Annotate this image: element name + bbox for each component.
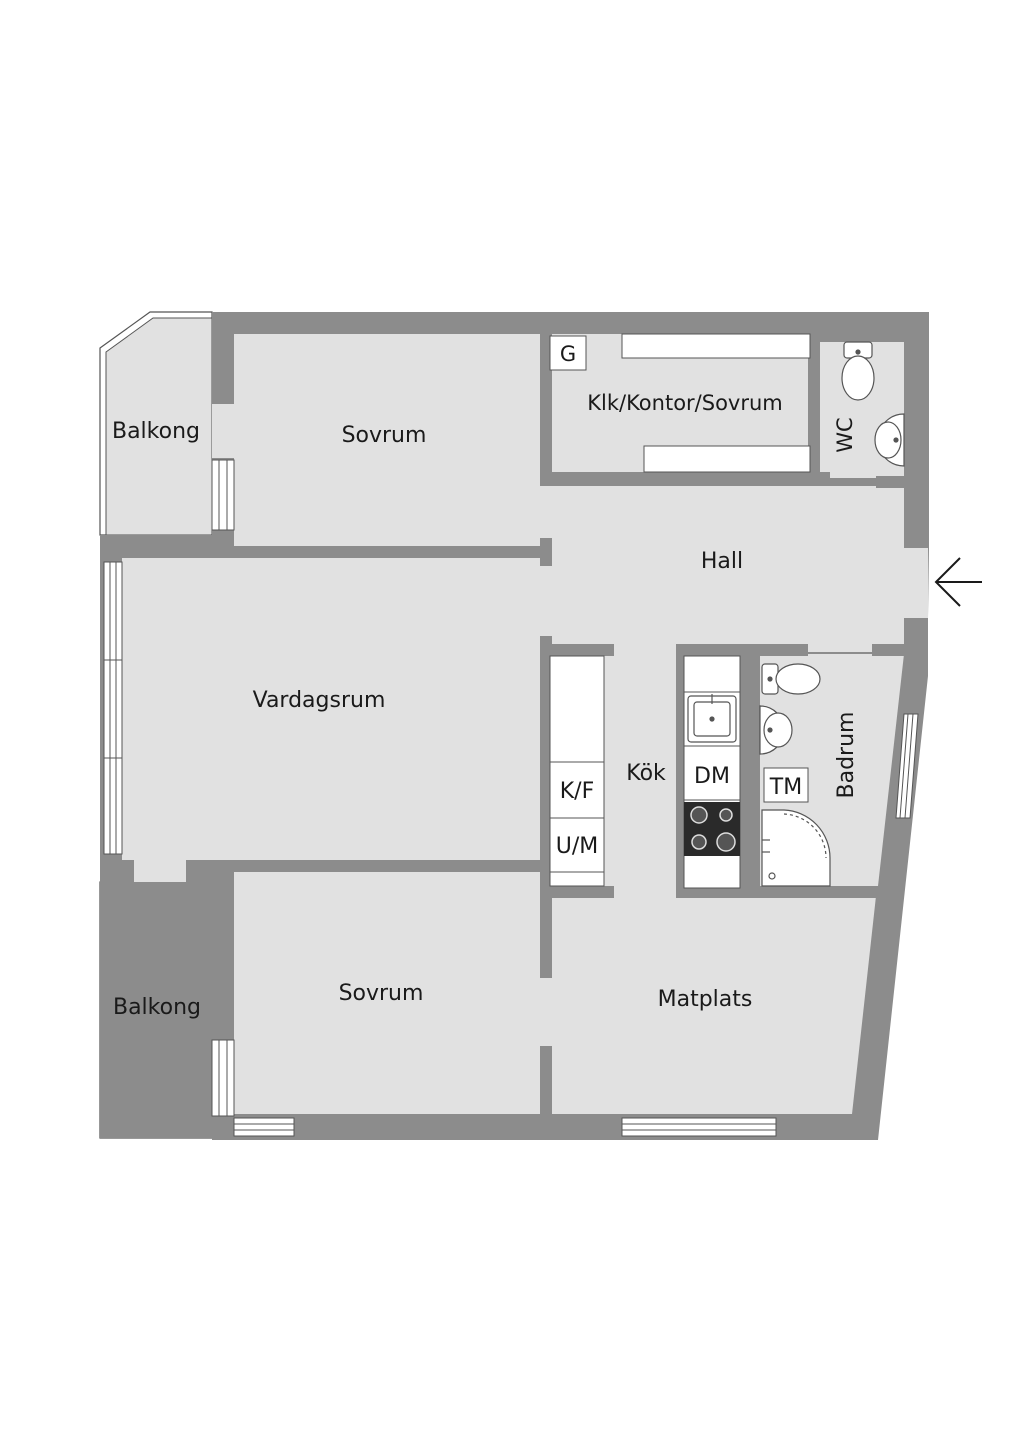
sovrum-bottom-label: Sovrum [339, 981, 424, 1006]
vardagsrum-label: Vardagsrum [253, 688, 386, 713]
kf-label: K/F [560, 779, 595, 804]
klk-label: Klk/Kontor/Sovrum [587, 391, 783, 415]
shower-icon [761, 809, 831, 887]
arrow-left-icon [934, 557, 982, 607]
um-label: U/M [556, 834, 599, 859]
windows [103, 459, 919, 1137]
tm-box: TM [763, 767, 809, 803]
wardrobe-fixtures [621, 333, 811, 473]
g-box: G [549, 335, 587, 371]
tm-label: TM [769, 775, 802, 800]
toilet-icon [841, 341, 875, 401]
badrum-label: Badrum [834, 712, 859, 799]
dm-label: DM [694, 764, 730, 789]
balkong-bottom-label: Balkong [113, 995, 201, 1020]
kok-label: Kök [626, 761, 666, 786]
bath-toilet-icon [761, 663, 821, 695]
sink-icon [874, 413, 905, 467]
balkong-top-label: Balkong [112, 419, 200, 444]
g-label: G [560, 342, 576, 366]
hall-label: Hall [701, 549, 743, 574]
kitchen-sink-icon [687, 694, 737, 743]
wc-label: WC [833, 417, 857, 452]
stove-icon [684, 802, 740, 856]
bath-sink-icon [759, 705, 793, 755]
room-labels: Balkong Sovrum Klk/Kontor/Sovrum WC Hall… [112, 391, 859, 1020]
matplats-label: Matplats [658, 987, 753, 1012]
kitchen-right-counter [683, 655, 741, 889]
sovrum-top-label: Sovrum [342, 423, 427, 448]
balcony-top [99, 311, 213, 536]
kitchen-left-counter [549, 655, 605, 887]
